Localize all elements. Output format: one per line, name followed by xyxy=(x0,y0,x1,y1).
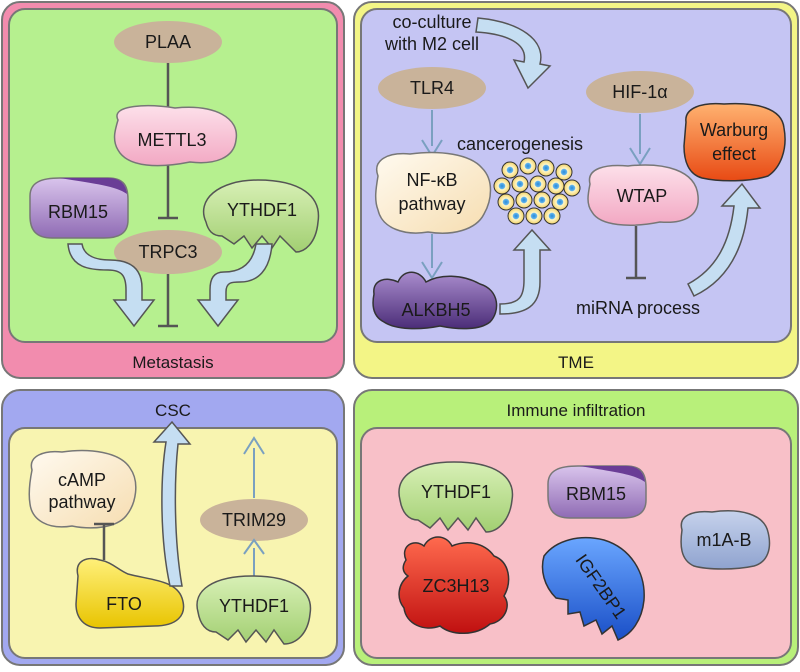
immune-rbm15-node xyxy=(547,465,647,519)
trpc3-node xyxy=(114,230,222,274)
coculture-arrow xyxy=(475,17,552,90)
camp-label-line2: pathway xyxy=(48,492,115,512)
metastasis-panel: Metastasis PLAA METTL3 RBM15 TRPC3 YTHDF… xyxy=(1,1,345,379)
ythdf1-to-trim29-arrow xyxy=(243,538,265,555)
immune-ythdf1-node xyxy=(398,461,514,533)
csc-ythdf1-node xyxy=(196,575,312,645)
mirna-process-label: miRNA process xyxy=(576,298,700,318)
csc-panel: CSC cAMP pathway FTO TRIM29 YTHDF1 xyxy=(1,389,345,666)
m1ab-label: m1A-B xyxy=(696,530,751,550)
csc-ythdf1-label: YTHDF1 xyxy=(219,596,289,616)
hif1a-node xyxy=(586,71,694,113)
tlr4-node xyxy=(378,67,486,109)
m1ab-node xyxy=(680,510,771,570)
mettl3-label: METTL3 xyxy=(137,130,206,150)
alkbh5-to-cancerogenesis-arrow xyxy=(499,228,552,315)
trim29-label: TRIM29 xyxy=(222,510,286,530)
wtap-node xyxy=(587,164,699,226)
hif1a-to-wtap-arrow xyxy=(629,147,651,166)
fto-promotes-arrow xyxy=(152,420,192,587)
warburg-node xyxy=(683,102,786,182)
ythdf1-node xyxy=(202,179,320,253)
warburg-label-line1: Warburg xyxy=(700,120,768,140)
fto-label: FTO xyxy=(106,594,142,614)
ythdf1-label: YTHDF1 xyxy=(227,200,297,220)
nfkb-label-line1: NF-κB xyxy=(407,170,458,190)
tme-title: TME xyxy=(558,353,594,372)
tme-panel: TME co-culture with M2 cell TLR4 NF-κB p… xyxy=(353,1,799,379)
fto-node xyxy=(75,557,185,629)
nfkb-to-alkbh5-arrow xyxy=(421,261,443,280)
csc-title: CSC xyxy=(155,401,191,420)
igf2bp1-node xyxy=(541,537,645,641)
trim29-node xyxy=(200,499,308,541)
plaa-node xyxy=(114,21,222,63)
nfkb-label-line2: pathway xyxy=(398,194,465,214)
coculture-line2: with M2 cell xyxy=(384,34,479,54)
cancerogenesis-label: cancerogenesis xyxy=(457,134,583,154)
trim29-promotes-arrow xyxy=(243,436,265,455)
cancer-cell-cluster xyxy=(493,157,581,225)
trpc3-label: TRPC3 xyxy=(138,242,197,262)
immune-rbm15-label: RBM15 xyxy=(566,484,626,504)
immune-title: Immune infiltration xyxy=(507,401,646,420)
ythdf1-promotes-arrow xyxy=(196,243,273,328)
rbm15-label: RBM15 xyxy=(48,202,108,222)
camp-label-line1: cAMP xyxy=(58,470,106,490)
zc3h13-node xyxy=(398,536,510,634)
alkbh5-label: ALKBH5 xyxy=(401,300,470,320)
alkbh5-node xyxy=(372,271,498,330)
zc3h13-label: ZC3H13 xyxy=(422,576,489,596)
hif1a-label: HIF-1α xyxy=(612,82,667,102)
warburg-label-line2: effect xyxy=(712,144,756,164)
immune-panel: Immune infiltration YTHDF1 RBM15 m1A-B Z… xyxy=(353,389,799,666)
rbm15-node xyxy=(29,177,129,239)
coculture-line1: co-culture xyxy=(392,12,471,32)
metastasis-title: Metastasis xyxy=(132,353,213,372)
rbm15-promotes-arrow xyxy=(67,243,156,328)
camp-node xyxy=(28,449,137,529)
wtap-label: WTAP xyxy=(617,186,668,206)
mettl3-node xyxy=(113,105,238,167)
tlr4-label: TLR4 xyxy=(410,78,454,98)
nfkb-node xyxy=(374,151,492,234)
immune-ythdf1-label: YTHDF1 xyxy=(421,482,491,502)
plaa-label: PLAA xyxy=(145,32,191,52)
mirna-to-warburg-arrow xyxy=(687,182,762,297)
